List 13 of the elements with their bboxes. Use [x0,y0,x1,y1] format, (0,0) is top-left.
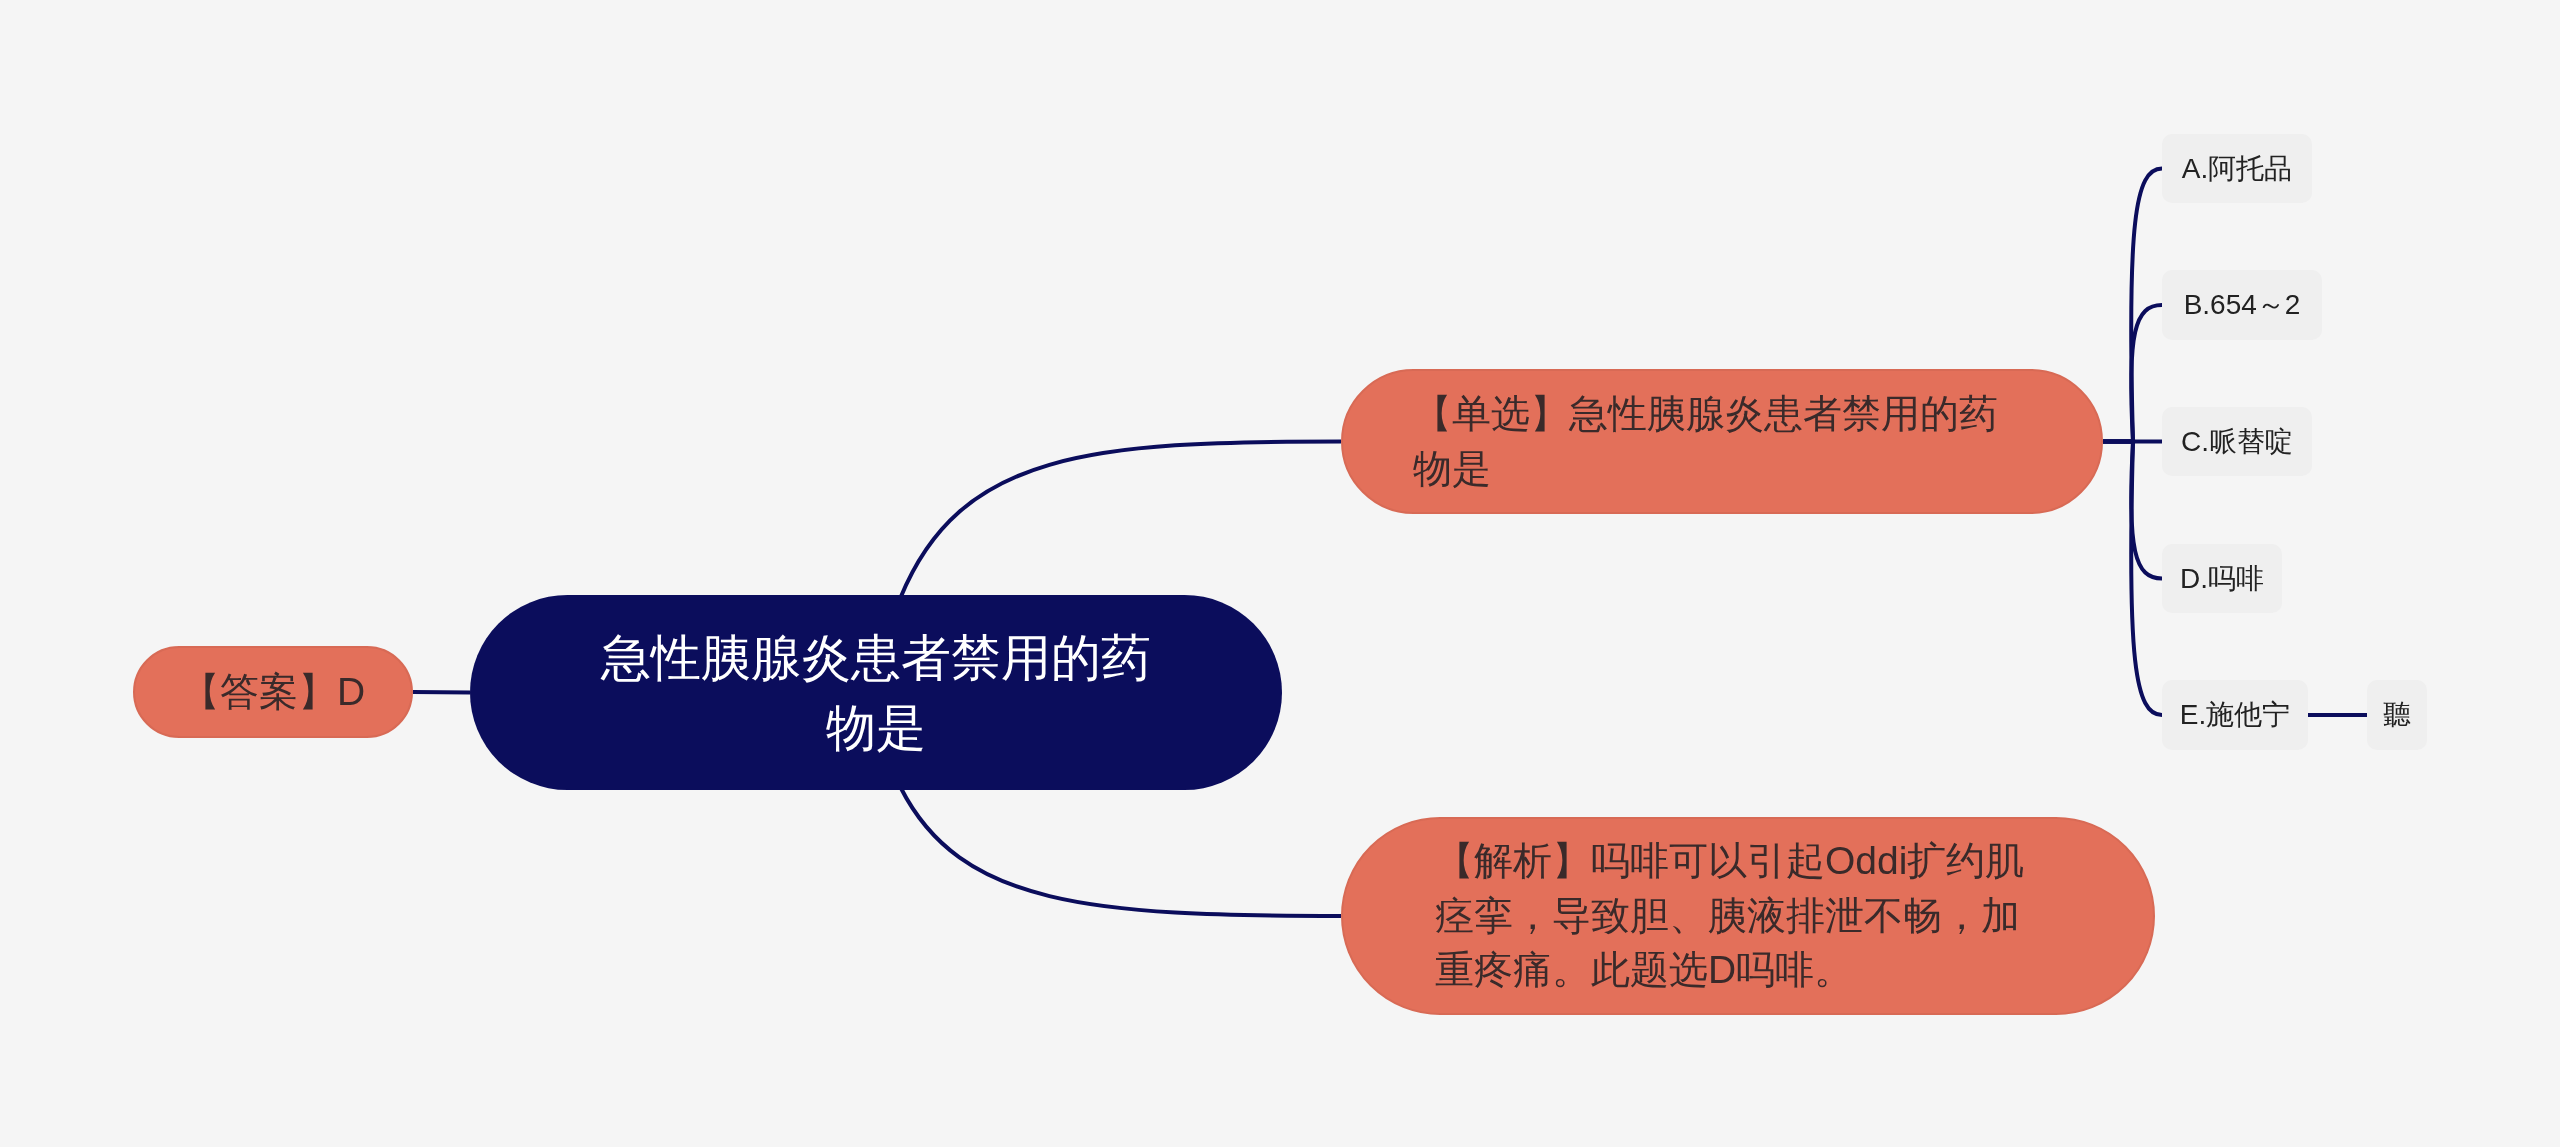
connector-line [2103,439,2163,717]
option-box: B.654～2 [2162,270,2322,340]
topic-box: 急性胰腺炎患者禁用的药物是 [470,595,1282,790]
option-box: C.哌替啶 [2162,407,2312,476]
branch-box: 【单选】急性胰腺炎患者禁用的药物是 [1341,369,2103,514]
option-box: E.施他宁 [2162,680,2308,750]
branch-box: 【解析】吗啡可以引起Oddi扩约肌痉挛，导致胆、胰液排泄不畅，加重疼痛。此题选D吗啡。 [1341,817,2155,1015]
option-box: A.阿托品 [2162,134,2312,203]
connector-line [2308,713,2367,717]
option-box: 聽 [2367,680,2427,750]
option-box: D.吗啡 [2162,544,2282,613]
connector-line [412,690,470,695]
branch-box: 【答案】D [133,646,413,738]
